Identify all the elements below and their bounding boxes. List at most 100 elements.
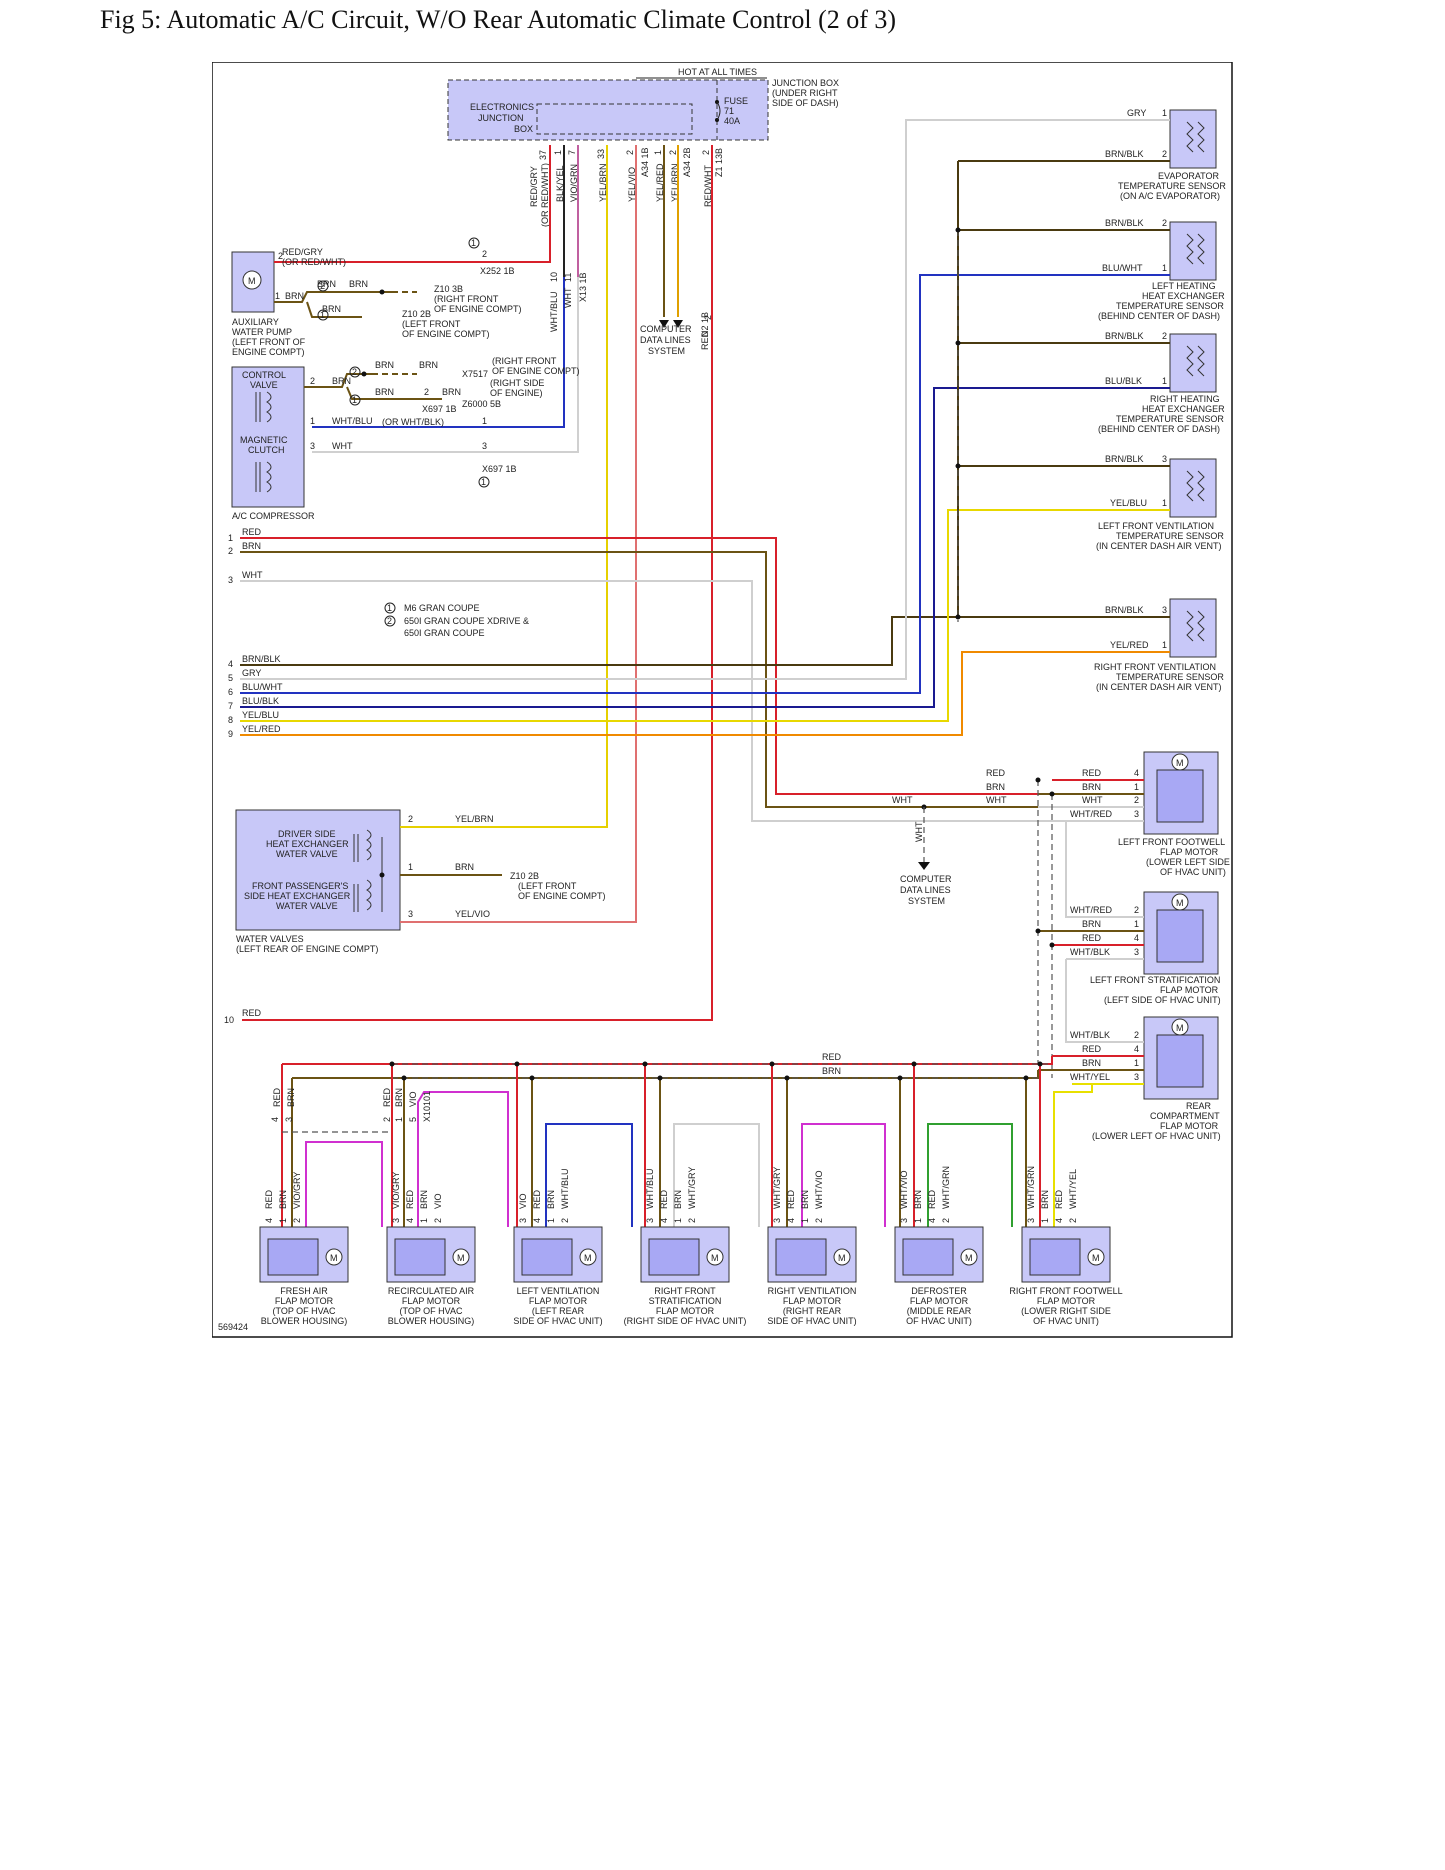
svg-text:RED/GRY: RED/GRY — [282, 247, 323, 257]
svg-text:BRN: BRN — [419, 360, 438, 370]
motor-name: FLAP MOTOR — [910, 1296, 969, 1306]
svg-text:EVAPORATOR: EVAPORATOR — [1158, 171, 1220, 181]
pin-label: 2 — [1068, 1218, 1078, 1223]
motor-name: SIDE OF HVAC UNIT) — [513, 1316, 602, 1326]
svg-text:WHT/RED: WHT/RED — [1070, 809, 1112, 819]
ejb-label-3: BOX — [514, 124, 533, 134]
motor-icon: M — [711, 1253, 719, 1263]
svg-text:BRN: BRN — [285, 291, 304, 301]
page-title: Fig 5: Automatic A/C Circuit, W/O Rear A… — [100, 5, 897, 34]
svg-text:HEAT EXCHANGER: HEAT EXCHANGER — [1142, 404, 1225, 414]
svg-text:HEAT EXCHANGER: HEAT EXCHANGER — [266, 839, 349, 849]
svg-text:TEMPERATURE SENSOR: TEMPERATURE SENSOR — [1116, 414, 1224, 424]
svg-text:1: 1 — [481, 477, 486, 487]
wire-label: YEL/VIO — [627, 167, 637, 202]
svg-text:2: 2 — [387, 616, 392, 626]
wire-label: BRN — [673, 1190, 683, 1209]
pin-label: 1 — [673, 1218, 683, 1223]
motor-icon: M — [1176, 1023, 1184, 1033]
pin-label: 1 — [1040, 1218, 1050, 1223]
svg-text:2: 2 — [310, 376, 315, 386]
svg-text:1: 1 — [482, 416, 487, 426]
svg-text:BRN: BRN — [242, 541, 261, 551]
svg-text:BRN/BLK: BRN/BLK — [1105, 218, 1144, 228]
svg-text:BRN: BRN — [1082, 782, 1101, 792]
svg-text:COMPUTER: COMPUTER — [900, 874, 952, 884]
svg-text:BRN/BLK: BRN/BLK — [1105, 605, 1144, 615]
fuse-number: 71 — [724, 106, 734, 116]
svg-text:YEL/BLU: YEL/BLU — [242, 710, 279, 720]
svg-text:FRONT PASSENGER'S: FRONT PASSENGER'S — [252, 881, 348, 891]
svg-text:RIGHT FRONT VENTILATION: RIGHT FRONT VENTILATION — [1094, 662, 1216, 672]
motor-name: OF HVAC UNIT) — [906, 1316, 972, 1326]
bottom-bus: RED BRN RED BRN 4 3 RED BRN VIO 2 1 5 X1… — [270, 1052, 1144, 1227]
svg-text:BRN: BRN — [317, 279, 336, 289]
pin-label: 3 — [772, 1218, 782, 1223]
ejb-label-1: ELECTRONICS — [470, 102, 534, 112]
motor-name: RIGHT FRONT — [654, 1286, 716, 1296]
pin-label: 2 — [292, 1218, 302, 1223]
wire-label: WHT/VIO — [814, 1171, 824, 1210]
svg-text:4: 4 — [270, 1117, 280, 1122]
motor-name: FRESH AIR — [280, 1286, 328, 1296]
svg-text:(IN CENTER DASH AIR VENT): (IN CENTER DASH AIR VENT) — [1096, 541, 1222, 551]
svg-text:2: 2 — [1162, 218, 1167, 228]
wire-label: WHT/GRY — [687, 1167, 697, 1209]
svg-text:BRN: BRN — [375, 360, 394, 370]
svg-text:OF ENGINE): OF ENGINE) — [490, 388, 543, 398]
wire-label: WHT/VIO — [899, 1171, 909, 1210]
wire-label: (OR RED/WHT) — [540, 163, 550, 227]
pin-label: 3 — [899, 1218, 909, 1223]
svg-text:RED: RED — [242, 1008, 262, 1018]
svg-text:CLUTCH: CLUTCH — [248, 445, 285, 455]
svg-text:6: 6 — [228, 687, 233, 697]
svg-text:WHT/RED: WHT/RED — [1070, 905, 1112, 915]
svg-text:4: 4 — [228, 659, 233, 669]
motor-icon: M — [1176, 758, 1184, 768]
motor-name: (MIDDLE REAR — [907, 1306, 972, 1316]
svg-text:3: 3 — [1134, 809, 1139, 819]
wire-label: WHT/GRY — [772, 1167, 782, 1209]
svg-text:2: 2 — [1162, 331, 1167, 341]
left-bus: 1 2 3 4 5 6 7 8 9 10 RED BRN WHT BRN/BLK… — [224, 119, 1144, 1025]
svg-text:WHT: WHT — [892, 795, 913, 805]
svg-text:2: 2 — [1134, 905, 1139, 915]
svg-text:4: 4 — [1134, 768, 1139, 778]
svg-text:(LEFT REAR OF ENGINE COMPT): (LEFT REAR OF ENGINE COMPT) — [236, 944, 378, 954]
svg-text:(LOWER LEFT SIDE: (LOWER LEFT SIDE — [1146, 857, 1230, 867]
ejb-pin: 2 — [701, 150, 711, 155]
svg-text:2: 2 — [382, 1117, 392, 1122]
ejb-pin: 1 — [653, 150, 663, 155]
jb-label-2: (UNDER RIGHT — [772, 88, 838, 98]
ejb-pin: 2 — [625, 150, 635, 155]
svg-text:BRN: BRN — [822, 1066, 841, 1076]
svg-text:ENGINE COMPT): ENGINE COMPT) — [232, 347, 305, 357]
wire-label: BRN — [278, 1190, 288, 1209]
motor-name: STRATIFICATION — [649, 1296, 722, 1306]
wire-label: BRN — [800, 1190, 810, 1209]
svg-text:YEL/BRN: YEL/BRN — [455, 814, 494, 824]
svg-text:WHT: WHT — [242, 570, 263, 580]
svg-text:BRN: BRN — [349, 279, 368, 289]
pin-label: 4 — [786, 1218, 796, 1223]
pin-label: 2 — [433, 1218, 443, 1223]
ejb-pin: 33 — [596, 149, 606, 159]
x13-wires: WHT/BLU WHT 10 11 X13 1B — [312, 272, 588, 453]
jb-label-3: SIDE OF DASH) — [772, 98, 839, 108]
svg-text:Z10 3B: Z10 3B — [434, 284, 463, 294]
svg-text:RED: RED — [822, 1052, 842, 1062]
svg-text:HEAT EXCHANGER: HEAT EXCHANGER — [1142, 291, 1225, 301]
svg-text:650I GRAN COUPE: 650I GRAN COUPE — [404, 628, 485, 638]
svg-text:BRN: BRN — [442, 387, 461, 397]
svg-text:RIGHT HEATING: RIGHT HEATING — [1150, 394, 1220, 404]
motor-icon: M — [1176, 898, 1184, 908]
pin-label: 2 — [941, 1218, 951, 1223]
svg-text:BLU/BLK: BLU/BLK — [1105, 376, 1142, 386]
svg-text:X7517: X7517 — [462, 369, 488, 379]
wire-label: RED — [405, 1189, 415, 1209]
motor-name: (TOP OF HVAC — [399, 1306, 463, 1316]
svg-text:BRN: BRN — [986, 782, 1005, 792]
svg-text:1: 1 — [387, 603, 392, 613]
svg-text:1: 1 — [228, 533, 233, 543]
